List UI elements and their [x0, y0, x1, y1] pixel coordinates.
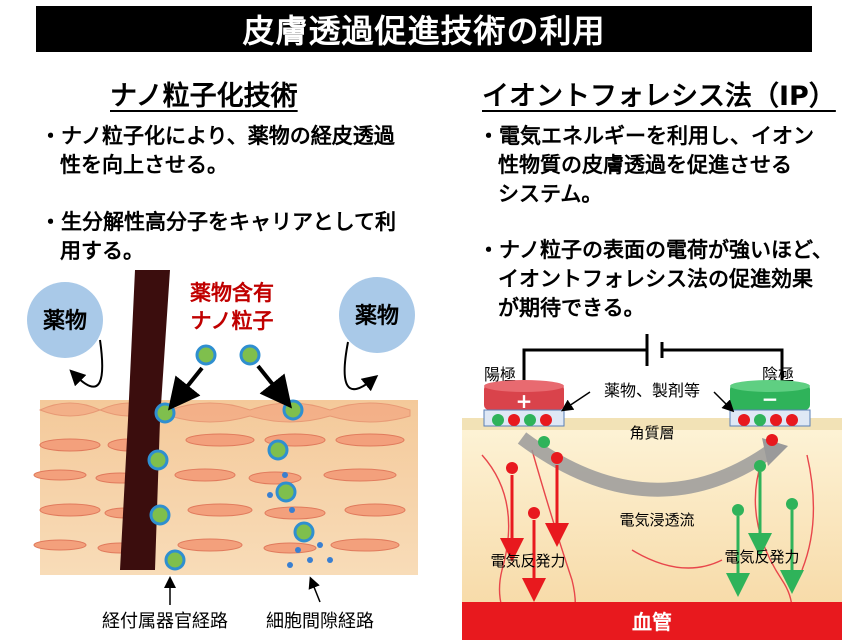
page-title: 皮膚透過促進技術の利用: [242, 12, 606, 50]
right-bullet-1-line-2: 性物質の皮膚透過を促進させる: [498, 153, 792, 177]
anode-electrode: +: [483, 380, 565, 427]
np-label-line1: 薬物含有: [190, 281, 274, 305]
electroosmosis-arrowhead: [762, 438, 788, 466]
drug-circle-right: 薬物: [339, 277, 415, 353]
ions: [492, 414, 798, 519]
repulsion-label-left: 電気反発力: [490, 552, 565, 570]
left-bullet-1-line-2: 性を向上させる。: [60, 153, 228, 177]
right-bullet-2-line-3: が期待できる。: [498, 296, 645, 320]
route-appendageal: 経付属器官経路: [102, 611, 228, 632]
svg-text:+: +: [516, 389, 533, 413]
drug-particles: [172, 397, 333, 568]
blood-vessel: [462, 602, 842, 640]
right-bullet-1: ・電気エネルギーを利用し、イオン 性物質の皮膚透過を促進させる システム。: [478, 122, 814, 209]
left-bullet-1: ・ナノ粒子化により、薬物の経皮透過 性を向上させる。: [40, 122, 395, 180]
left-bullet-2-line-1: ・生分解性高分子をキャリアとして利: [40, 210, 396, 234]
np-arrow-right: [256, 364, 292, 409]
cathode-electrode: −: [729, 380, 811, 427]
formulation-pointer-right: [713, 391, 735, 413]
left-heading: ナノ粒子化技術: [110, 81, 298, 112]
hair-follicle: [120, 270, 170, 570]
np-label-line2: ナノ粒子: [191, 309, 274, 333]
stratum-label: 角質層: [629, 424, 674, 442]
repulsion-label-right: 電気反発力: [724, 548, 799, 566]
right-bullet-2-line-2: イオントフォレシス法の促進効果: [498, 267, 813, 291]
right-bullet-2-line-1: ・ナノ粒子の表面の電荷が強いほど、: [478, 238, 833, 262]
right-bullet-1-line-3: システム。: [498, 182, 603, 206]
np-arrow-left: [168, 366, 204, 411]
cathode-label: 陰極: [762, 365, 794, 384]
route2-pointer: [308, 576, 321, 603]
left-bullet-2-line-2: 用する。: [60, 239, 144, 263]
title-bar: 皮膚透過促進技術の利用: [36, 6, 812, 52]
left-bullet-1-line-1: ・ナノ粒子化により、薬物の経皮透過: [40, 124, 395, 148]
drug-arrow-left: [69, 339, 104, 388]
repulsion-arrows-right: [726, 472, 804, 597]
iontophoresis-diagram: 陽極 陰極 角質層 血管 + − 薬物、製剤等 電気浸透流: [462, 334, 842, 640]
nanoparticle-skin-diagram: 薬物 薬物 薬物含有 ナノ粒子 経付属器官経路 細胞間隙経路: [27, 270, 418, 632]
formulation-pointer-left: [561, 391, 591, 412]
route-intercellular: 細胞間隙経路: [266, 611, 374, 632]
right-bullet-2: ・ナノ粒子の表面の電荷が強いほど、 イオントフォレシス法の促進効果 が期待できる…: [478, 236, 833, 323]
drug-circle-left: 薬物: [27, 282, 103, 358]
svg-text:−: −: [762, 387, 779, 411]
anode-label: 陽極: [484, 365, 516, 384]
right-heading: イオントフォレシス法（IP）: [482, 81, 836, 112]
svg-text:薬物: 薬物: [355, 303, 399, 329]
circuit-wire: [522, 348, 784, 382]
right-bullet-1-line-1: ・電気エネルギーを利用し、イオン: [478, 124, 814, 148]
nanoparticles: [147, 344, 315, 571]
repulsion-arrows-left: [500, 465, 569, 602]
left-bullet-2: ・生分解性高分子をキャリアとして利 用する。: [40, 208, 396, 266]
drug-arrow-right: [343, 341, 379, 392]
svg-text:薬物: 薬物: [43, 308, 87, 334]
electroosmosis-label: 電気浸透流: [619, 511, 694, 529]
vessel-label: 血管: [632, 610, 672, 634]
formulation-label: 薬物、製剤等: [604, 381, 700, 400]
